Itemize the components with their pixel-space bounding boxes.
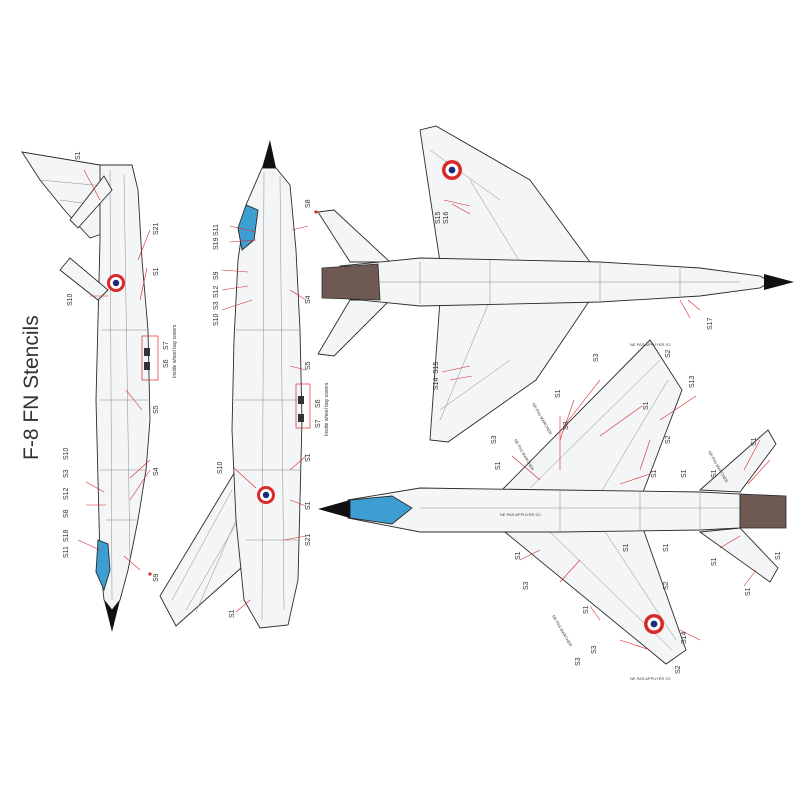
bottom-view: S3 S1 S1 S3 S3 S1 S2 S13 S2 S1 S1 S1 S1 … xyxy=(318,339,787,681)
exhaust-nozzle xyxy=(739,493,787,529)
bottom-label: S2 xyxy=(665,349,672,358)
bottom-label: S3 xyxy=(491,435,498,444)
warning-text: NE PAS APPUYER ICI xyxy=(630,676,671,681)
side-left-label: S8 xyxy=(63,509,70,518)
stencil-box-group xyxy=(141,335,159,381)
side-left-label: S3 xyxy=(63,469,70,478)
radome xyxy=(104,600,120,632)
side-left-label: S21 xyxy=(153,222,160,235)
side-right-label: S19 xyxy=(213,237,220,250)
side-right-stencil: S6 xyxy=(315,399,322,408)
bottom-label: S1 xyxy=(681,469,688,478)
side-left-label: S10 xyxy=(67,293,74,306)
bottom-label: S1 xyxy=(643,401,650,410)
bottom-label: S1 xyxy=(583,605,590,614)
top-view: S15 S16 S17 S14 S15 xyxy=(317,125,794,443)
bottom-label: S1 xyxy=(555,389,562,398)
top-label: S15 xyxy=(435,211,442,224)
exhaust-nozzle xyxy=(321,263,381,301)
side-left-label: S11 xyxy=(63,546,70,558)
bottom-label: S3 xyxy=(575,657,582,666)
side-right-label: S21 xyxy=(305,533,312,546)
roundel xyxy=(257,486,275,504)
tailplane-upper xyxy=(698,429,777,493)
bottom-label: S2 xyxy=(663,581,670,590)
canopy xyxy=(95,539,111,592)
top-label: S17 xyxy=(707,317,714,330)
side-left-label: S4 xyxy=(153,467,160,476)
wing xyxy=(59,257,109,301)
side-right-label: S12 xyxy=(213,285,220,298)
warning-text: NE PAS MARCHER xyxy=(551,614,573,648)
roundel xyxy=(107,274,125,292)
bottom-label: S1 xyxy=(495,461,502,470)
side-left-label: S18 xyxy=(63,529,70,542)
side-right-label: S9 xyxy=(213,271,220,280)
side-right-stencil: S7 xyxy=(315,419,322,428)
side-left-stencil: S6 xyxy=(163,359,170,368)
radome xyxy=(318,500,350,518)
tailplane-upper xyxy=(317,209,392,263)
side-right-label: S1 xyxy=(229,609,236,618)
side-left-label: S12 xyxy=(63,487,70,500)
warning-text: NE PAS APPUYER ICI xyxy=(500,512,541,517)
bottom-label: S1 xyxy=(515,551,522,560)
side-right-label: S1 xyxy=(305,453,312,462)
tailplane-lower xyxy=(317,299,392,357)
top-label: S15 xyxy=(433,361,440,374)
side-left-label: S9 xyxy=(153,573,160,582)
roundel xyxy=(442,160,462,180)
top-label: S16 xyxy=(443,211,450,224)
bottom-label: S3 xyxy=(563,421,570,430)
bottom-label: S1 xyxy=(751,437,758,446)
top-label: S14 xyxy=(433,377,440,390)
bottom-label: S1 xyxy=(651,469,658,478)
bottom-label: S3 xyxy=(523,581,530,590)
bottom-label: S14 xyxy=(681,631,688,644)
bottom-label: S1 xyxy=(711,557,718,566)
side-right-label: S8 xyxy=(305,199,312,208)
side-right-label: S11 xyxy=(213,224,220,236)
fuselage xyxy=(231,167,303,629)
bottom-label: S1 xyxy=(623,543,630,552)
upper-wing xyxy=(419,125,591,263)
wheel-bay-note: Inside wheel bay covers xyxy=(172,324,178,378)
warning-text: NE PAS MARCHER xyxy=(531,402,553,436)
radome xyxy=(262,140,276,168)
side-view-right: S8 S11 S19 S9 S12 S3 S10 S4 S5 S1 S10 S2… xyxy=(159,140,330,629)
side-right-label: S5 xyxy=(305,361,312,370)
side-left-label: S10 xyxy=(63,447,70,460)
lower-wing xyxy=(498,519,687,665)
tail-plane xyxy=(69,175,113,229)
side-right-label: S4 xyxy=(305,295,312,304)
side-left-label: S1 xyxy=(153,267,160,276)
lower-wing xyxy=(429,299,591,443)
side-right-label: S3 xyxy=(213,301,220,310)
bottom-label: S2 xyxy=(665,435,672,444)
bottom-label: S13 xyxy=(689,375,696,388)
side-right-label: S10 xyxy=(217,461,224,474)
wheel-bay-note: Inside wheel bay covers xyxy=(324,382,330,436)
roundel xyxy=(644,614,664,634)
side-left-label: S1 xyxy=(75,151,82,160)
bottom-label: S1 xyxy=(663,543,670,552)
side-right-label: S10 xyxy=(213,313,220,326)
bottom-label: S3 xyxy=(593,353,600,362)
canopy xyxy=(237,204,259,251)
bottom-label: S1 xyxy=(711,469,718,478)
stencil-box-group xyxy=(295,383,311,429)
warning-text: NE PAS APPUYER ICI xyxy=(630,342,671,347)
bottom-label: S2 xyxy=(675,665,682,674)
bottom-label: S3 xyxy=(591,645,598,654)
side-right-label: S1 xyxy=(305,501,312,510)
radome xyxy=(764,274,794,290)
side-view-left: S1 S21 S1 S10 S5 S4 S10 S3 S12 S8 S11 S1… xyxy=(21,151,178,632)
side-left-stencil: S7 xyxy=(163,341,170,350)
bottom-label: S1 xyxy=(745,587,752,596)
bottom-label: S1 xyxy=(775,551,782,560)
fuselage xyxy=(95,164,151,611)
tailplane-lower xyxy=(698,527,779,583)
side-left-label: S5 xyxy=(153,405,160,414)
